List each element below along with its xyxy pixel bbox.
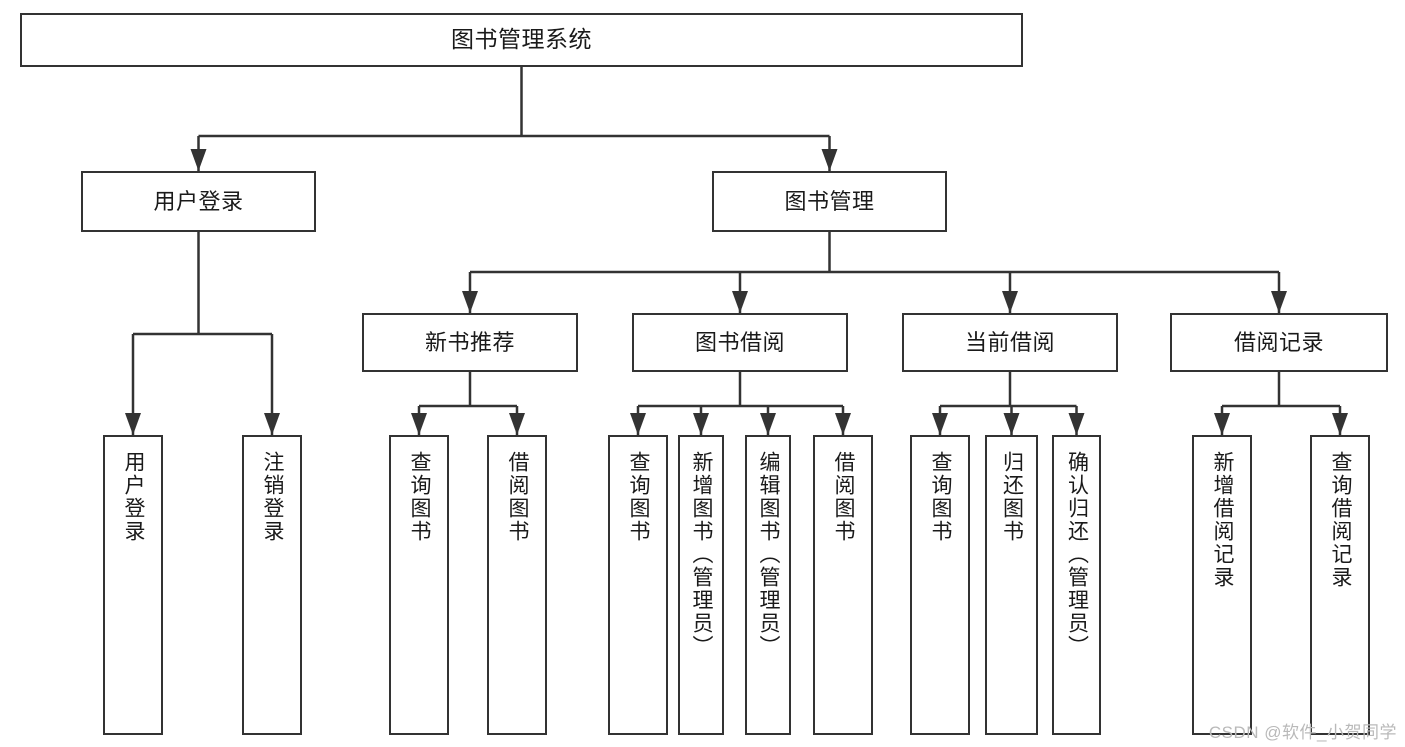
arrowhead-icon <box>835 413 851 435</box>
node-label: 借阅图书 <box>832 451 856 543</box>
arrowhead-icon <box>1003 413 1020 435</box>
node-label: 新增借阅记录 <box>1211 451 1235 589</box>
leaf-node[interactable]: 归还图书 <box>985 435 1038 735</box>
branch-node[interactable]: 图书借阅 <box>632 313 848 372</box>
leaf-node[interactable]: 查询借阅记录 <box>1310 435 1370 735</box>
arrowhead-icon <box>630 413 646 435</box>
root-node[interactable]: 图书管理系统 <box>20 13 1023 67</box>
leaf-node[interactable]: 新增图书（管理员） <box>678 435 724 735</box>
arrowhead-icon <box>760 413 776 435</box>
leaf-node[interactable]: 确认归还（管理员） <box>1052 435 1101 735</box>
leaf-node[interactable]: 借阅图书 <box>487 435 547 735</box>
leaf-node[interactable]: 用户登录 <box>103 435 163 735</box>
node-label: 用户登录 <box>122 451 146 543</box>
leaf-node[interactable]: 查询图书 <box>389 435 449 735</box>
arrowhead-icon <box>462 291 478 313</box>
arrowhead-icon <box>1214 413 1230 435</box>
node-label: 注销登录 <box>261 451 285 543</box>
leaf-node[interactable]: 查询图书 <box>608 435 668 735</box>
arrowhead-icon <box>732 291 748 313</box>
node-label: 新书推荐 <box>424 329 515 355</box>
arrowhead-icon <box>932 413 948 435</box>
leaf-node[interactable]: 借阅图书 <box>813 435 873 735</box>
node-label: 新增图书（管理员） <box>690 451 714 658</box>
arrowhead-icon <box>1332 413 1348 435</box>
node-label: 查询借阅记录 <box>1329 451 1353 589</box>
arrowhead-icon <box>1068 413 1085 435</box>
node-label: 图书借阅 <box>694 329 785 355</box>
watermark: CSDN @软件_小贺同学 <box>1208 723 1397 742</box>
node-label: 借阅图书 <box>506 451 530 543</box>
arrowhead-icon <box>693 413 709 435</box>
leaf-node[interactable]: 编辑图书（管理员） <box>745 435 791 735</box>
node-label: 查询图书 <box>627 451 651 543</box>
node-label: 确认归还（管理员） <box>1065 451 1089 658</box>
arrowhead-icon <box>411 413 427 435</box>
node-label: 查询图书 <box>408 451 432 543</box>
branch-node[interactable]: 借阅记录 <box>1170 313 1388 372</box>
node-label: 借阅记录 <box>1233 329 1324 355</box>
branch-node[interactable]: 图书管理 <box>712 171 947 232</box>
arrowhead-icon <box>509 413 525 435</box>
arrowhead-icon <box>1002 291 1018 313</box>
node-label: 查询图书 <box>929 451 953 543</box>
leaf-node[interactable]: 注销登录 <box>242 435 302 735</box>
node-label: 当前借阅 <box>964 329 1055 355</box>
leaf-node[interactable]: 新增借阅记录 <box>1192 435 1252 735</box>
node-label: 归还图书 <box>1000 451 1024 543</box>
arrowhead-icon <box>1271 291 1287 313</box>
branch-node[interactable]: 当前借阅 <box>902 313 1118 372</box>
leaf-node[interactable]: 查询图书 <box>910 435 970 735</box>
node-label: 用户登录 <box>153 188 244 214</box>
arrowhead-icon <box>190 149 207 171</box>
arrowhead-icon <box>821 149 838 171</box>
node-label: 图书管理系统 <box>451 26 592 53</box>
branch-node[interactable]: 新书推荐 <box>362 313 578 372</box>
arrowhead-icon <box>264 413 280 435</box>
node-label: 图书管理 <box>784 188 875 214</box>
node-label: 编辑图书（管理员） <box>757 451 781 658</box>
arrowhead-icon <box>125 413 141 435</box>
branch-node[interactable]: 用户登录 <box>81 171 316 232</box>
